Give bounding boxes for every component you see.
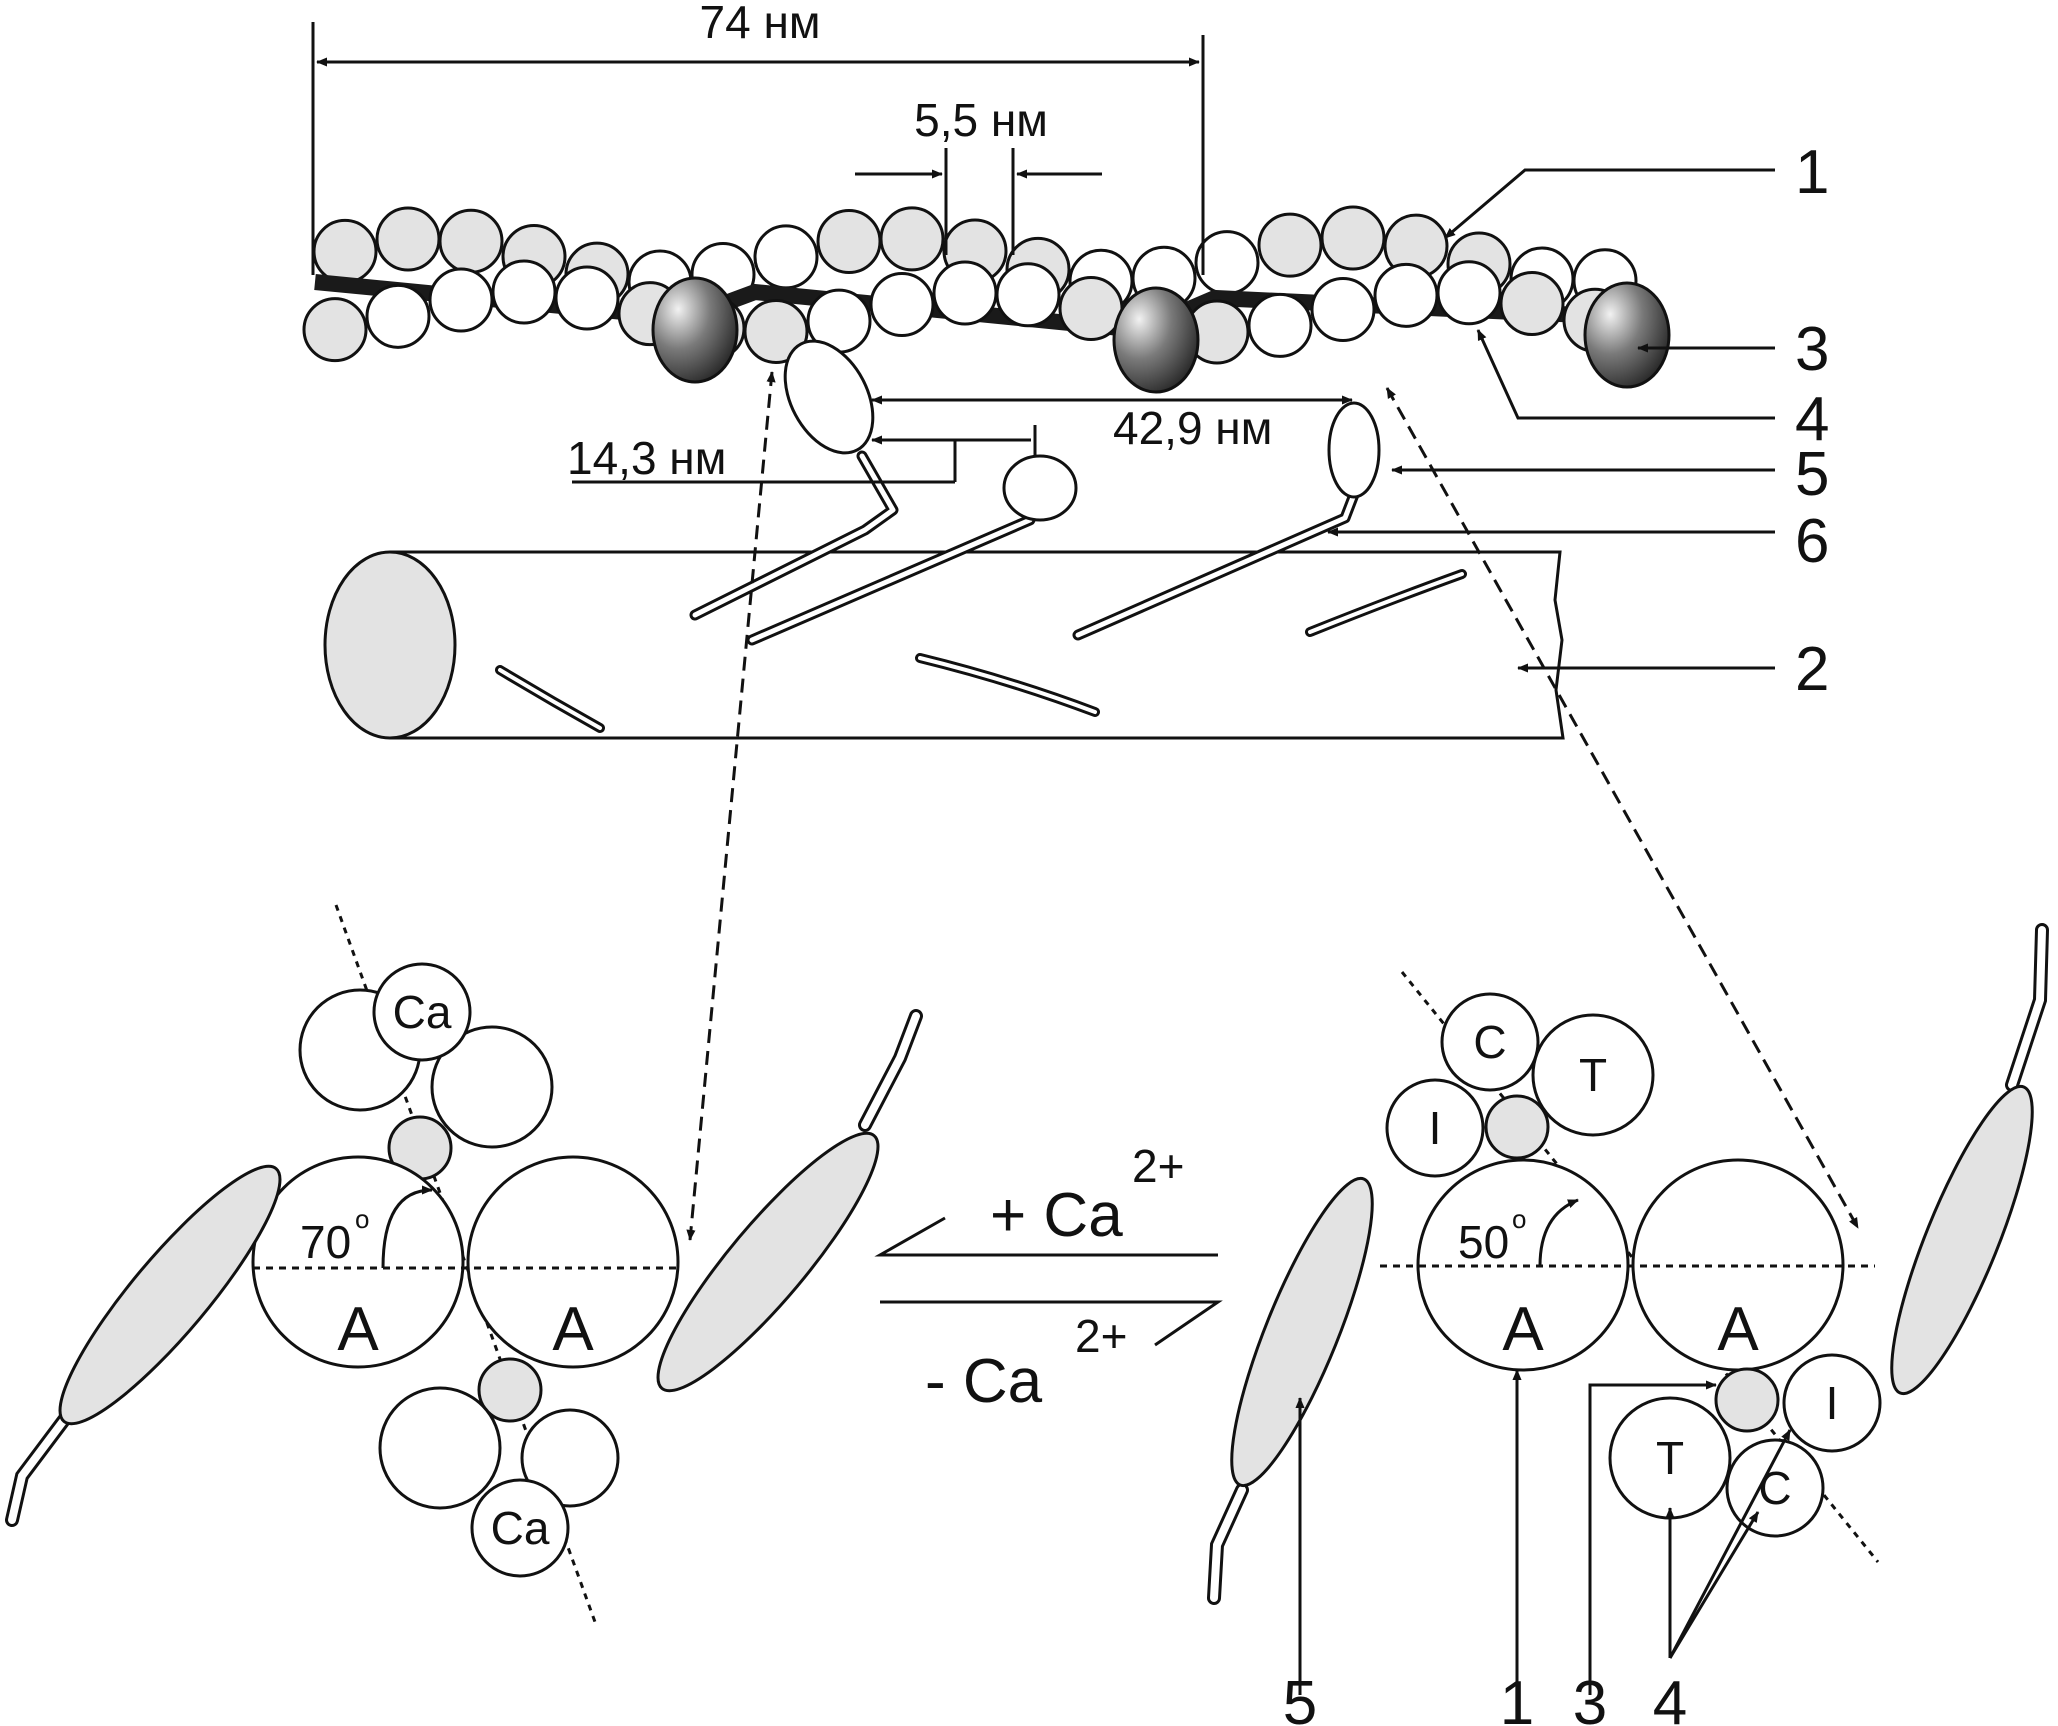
troponin-i-bottom: I	[1782, 1353, 1882, 1453]
troponin-i-top: I	[1385, 1078, 1485, 1178]
actin-left-1: A	[337, 1295, 379, 1364]
actin-monomer	[932, 260, 998, 326]
callout-2: 2	[1795, 635, 1829, 704]
projection-lines	[686, 371, 1860, 1241]
svg-text:C: C	[1473, 1016, 1506, 1068]
dimension-74nm-label: 74 нм	[700, 0, 821, 48]
plus-calcium: + Ca	[990, 1181, 1123, 1250]
actin-monomer	[365, 283, 431, 349]
troponin-t-top: T	[1531, 1013, 1655, 1137]
dimension-42-9nm-label: 42,9 нм	[1113, 402, 1272, 454]
dimension-14-3nm: 14,3 нм	[567, 425, 1037, 484]
svg-text:C: C	[1758, 1462, 1791, 1514]
callout-5: 5	[1795, 440, 1829, 509]
dimension-74nm: 74 нм	[311, 0, 1205, 275]
actin-monomer	[1058, 275, 1124, 341]
callout-1: 1	[1795, 138, 1829, 207]
actin-monomer	[428, 267, 494, 333]
actin-monomer	[869, 272, 935, 338]
callout-4: 4	[1795, 385, 1829, 454]
thick-filament	[323, 550, 1565, 740]
actin-monomer	[753, 224, 819, 290]
degree-mark-left: o	[355, 1204, 369, 1234]
svg-text:Ca: Ca	[393, 986, 452, 1038]
actin-monomer	[375, 206, 441, 272]
svg-text:T: T	[1579, 1049, 1607, 1101]
angle-50: 50	[1458, 1216, 1509, 1268]
dimension-14-3nm-label: 14,3 нм	[567, 432, 726, 484]
svg-text:I: I	[1429, 1102, 1442, 1154]
actin-monomer	[1194, 230, 1260, 296]
actin-left-2: A	[552, 1295, 594, 1364]
angle-70: 70	[300, 1216, 351, 1268]
actin-monomer	[743, 298, 809, 364]
troponin-complex	[1583, 281, 1671, 389]
equilibrium: + Ca 2+ - Ca 2+	[874, 1140, 1223, 1416]
bottom-label-1: 1	[1500, 1669, 1534, 1726]
actin-right-2: A	[1717, 1295, 1759, 1364]
actin-monomer	[816, 208, 882, 274]
actin-monomer	[438, 208, 504, 274]
svg-text:T: T	[1656, 1432, 1684, 1484]
callouts-bottom: 5 1 3 4	[1283, 1369, 1792, 1726]
dimension-5-5nm: 5,5 нм	[855, 94, 1102, 255]
calcium-bound-bottom: Ca	[470, 1478, 570, 1578]
actin-monomer	[554, 265, 620, 331]
actin-monomer	[995, 262, 1061, 328]
bottom-label-5: 5	[1283, 1669, 1317, 1726]
actin-monomer	[879, 206, 945, 272]
actin-right-1: A	[1502, 1295, 1544, 1364]
troponin-t-bottom: T	[1608, 1396, 1732, 1520]
degree-mark-right: o	[1512, 1204, 1526, 1234]
callout-6: 6	[1795, 507, 1829, 576]
myosin-head-2	[746, 454, 1078, 646]
troponin-complex	[651, 276, 739, 384]
minus-calcium-charge: 2+	[1075, 1310, 1127, 1362]
cross-section-left: Ca A A 70 o Ca	[5, 904, 923, 1623]
dimension-42-9nm: 42,9 нм	[871, 395, 1353, 454]
svg-text:Ca: Ca	[491, 1502, 550, 1554]
actin-monomer	[491, 259, 557, 325]
callout-3: 3	[1795, 315, 1829, 384]
actin-monomer	[1247, 292, 1313, 358]
actin-monomer	[1373, 262, 1439, 328]
bottom-label-3: 3	[1573, 1669, 1607, 1726]
actin-monomer	[312, 218, 378, 284]
myosin-head-3	[1072, 401, 1381, 641]
bottom-label-4: 4	[1653, 1669, 1687, 1726]
actin-monomer	[1310, 277, 1376, 343]
actin-monomer	[1320, 205, 1386, 271]
troponin-complex	[1112, 286, 1200, 394]
actin-monomer	[1436, 260, 1502, 326]
actin-monomer	[1257, 212, 1323, 278]
cross-section-right: C T I A A 50 o T I C	[1207, 923, 2049, 1605]
svg-text:I: I	[1826, 1377, 1839, 1429]
troponin-c-top: C	[1440, 992, 1540, 1092]
actin-monomer	[1499, 271, 1565, 337]
minus-calcium: - Ca	[925, 1347, 1043, 1416]
thin-filament	[302, 205, 1671, 394]
callouts-top: 1 3 4 5 6 2	[1327, 138, 1829, 704]
plus-calcium-charge: 2+	[1132, 1140, 1184, 1192]
dimension-5-5nm-label: 5,5 нм	[914, 94, 1048, 146]
actin-monomer	[302, 297, 368, 363]
calcium-bound-top: Ca	[372, 962, 472, 1062]
